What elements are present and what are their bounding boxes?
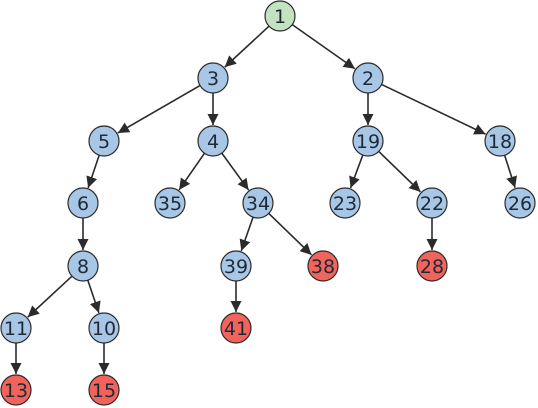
edge-5-to-6: [86, 154, 100, 189]
node-circle-26: [504, 187, 536, 219]
node-label-13: 13: [4, 380, 28, 402]
node-label-2: 2: [362, 68, 374, 90]
node-circle-6: [67, 187, 99, 219]
node-22: 22: [416, 187, 448, 219]
node-1: 1: [264, 0, 296, 32]
node-circle-34: [242, 187, 274, 219]
node-5: 5: [88, 125, 120, 157]
edge-2-to-18: [381, 83, 486, 135]
node-circle-1: [264, 0, 296, 32]
node-circle-2: [352, 62, 384, 94]
node-circle-13: [0, 374, 32, 406]
node-8: 8: [67, 250, 99, 282]
node-label-15: 15: [92, 380, 116, 402]
node-6: 6: [67, 187, 99, 219]
edge-8-to-10: [87, 279, 101, 314]
node-label-23: 23: [333, 193, 357, 215]
node-label-34: 34: [246, 193, 270, 215]
node-label-39: 39: [224, 256, 248, 278]
node-circle-11: [0, 312, 32, 344]
node-23: 23: [329, 187, 361, 219]
node-39: 39: [220, 250, 252, 282]
edges-layer: [10, 23, 517, 374]
node-circle-35: [154, 187, 186, 219]
node-circle-23: [329, 187, 361, 219]
edge-4-to-34: [221, 152, 250, 191]
node-label-4: 4: [207, 131, 219, 153]
node-circle-38: [307, 250, 339, 282]
node-28: 28: [416, 250, 448, 282]
node-circle-3: [197, 62, 229, 94]
node-2: 2: [352, 62, 384, 94]
node-label-11: 11: [4, 318, 28, 340]
node-34: 34: [242, 187, 274, 219]
node-circle-8: [67, 250, 99, 282]
node-18: 18: [484, 125, 516, 157]
node-label-26: 26: [508, 193, 532, 215]
node-label-38: 38: [311, 256, 335, 278]
node-label-22: 22: [420, 193, 444, 215]
node-circle-10: [88, 312, 120, 344]
node-label-41: 41: [224, 318, 248, 340]
node-4: 4: [197, 125, 229, 157]
node-circle-5: [88, 125, 120, 157]
node-label-5: 5: [98, 131, 110, 153]
node-circle-28: [416, 250, 448, 282]
node-13: 13: [0, 374, 32, 406]
node-label-28: 28: [420, 256, 444, 278]
node-circle-19: [352, 125, 384, 157]
edge-34-to-38: [268, 212, 313, 256]
node-circle-39: [220, 250, 252, 282]
node-circle-22: [416, 187, 448, 219]
edge-8-to-11: [27, 275, 73, 318]
node-label-35: 35: [158, 193, 182, 215]
node-label-19: 19: [356, 131, 380, 153]
edge-1-to-2: [291, 23, 356, 70]
node-label-3: 3: [207, 68, 219, 90]
node-circle-41: [220, 312, 252, 344]
edge-34-to-39: [239, 216, 254, 252]
node-circle-18: [484, 125, 516, 157]
node-circle-15: [88, 374, 120, 406]
node-label-10: 10: [92, 318, 116, 340]
node-label-8: 8: [77, 256, 89, 278]
edge-18-to-26: [503, 155, 517, 189]
edge-1-to-3: [224, 25, 270, 68]
node-circle-4: [197, 125, 229, 157]
node-3: 3: [197, 62, 229, 94]
node-38: 38: [307, 250, 339, 282]
node-label-1: 1: [274, 6, 286, 28]
edge-19-to-22: [378, 150, 422, 193]
edge-19-to-23: [349, 154, 364, 189]
node-26: 26: [504, 187, 536, 219]
node-10: 10: [88, 312, 120, 344]
edge-4-to-35: [178, 152, 206, 191]
node-19: 19: [352, 125, 384, 157]
node-15: 15: [88, 374, 120, 406]
edge-3-to-5: [117, 84, 201, 134]
node-11: 11: [0, 312, 32, 344]
node-35: 35: [154, 187, 186, 219]
node-label-18: 18: [488, 131, 512, 153]
node-41: 41: [220, 312, 252, 344]
node-label-6: 6: [77, 193, 89, 215]
